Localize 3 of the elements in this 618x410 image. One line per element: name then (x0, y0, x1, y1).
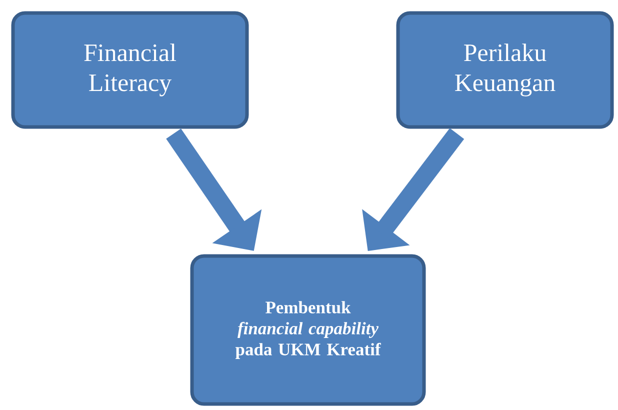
process-box: Financial Literacy (11, 11, 249, 129)
process-box: Pembentuk financial capability pada UKM Kreatif (190, 254, 426, 406)
process-box: Perilaku Keuangan (396, 11, 614, 129)
